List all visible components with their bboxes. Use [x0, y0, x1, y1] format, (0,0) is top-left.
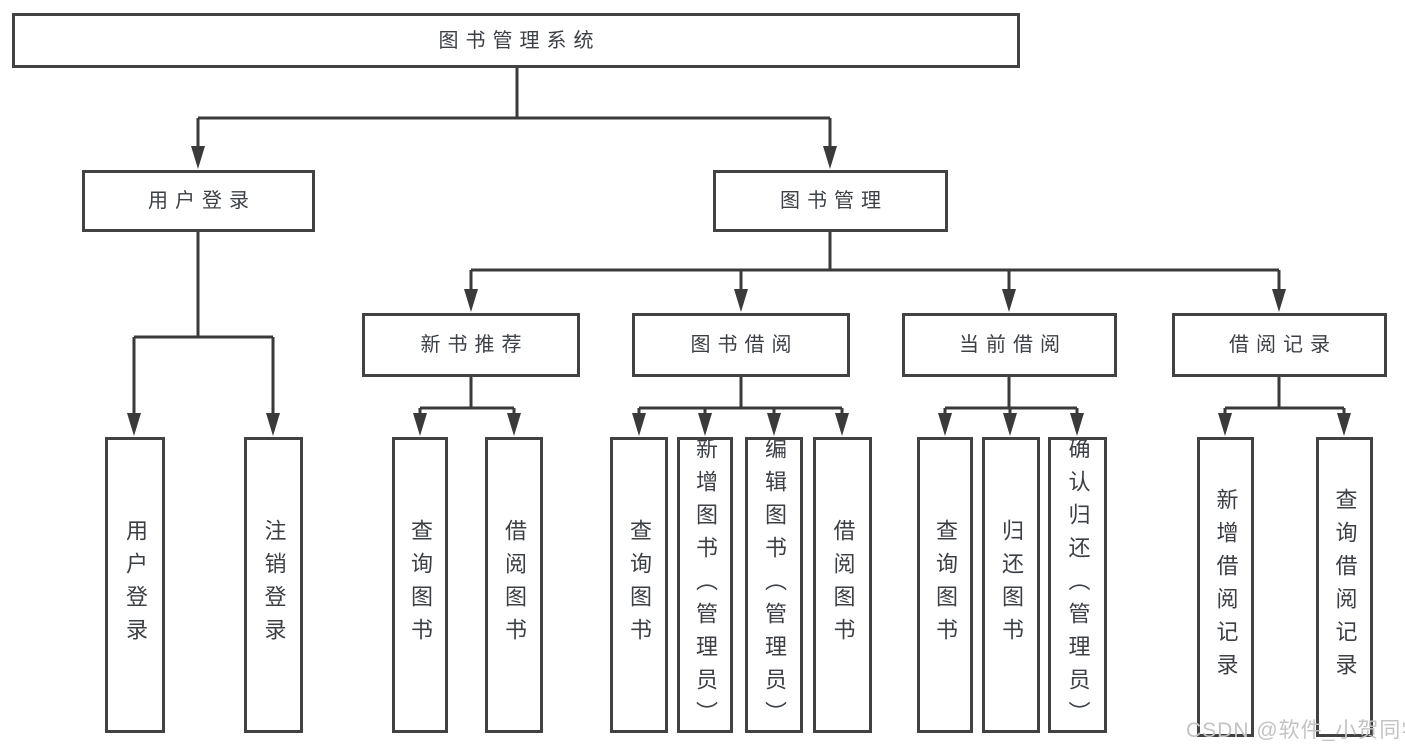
connector-book-borrow-to-leaves [637, 377, 844, 416]
arrow-down-icon [632, 413, 646, 436]
arrow-down-icon [1070, 413, 1084, 436]
arrow-down-icon [938, 413, 952, 436]
arrow-down-icon [266, 413, 280, 436]
node-current-borrow: 当前借阅 [902, 313, 1117, 377]
arrow-down-icon [464, 289, 478, 312]
leaf-edit-books-admin: 编辑图书（管理员） [745, 437, 803, 734]
arrow-down-icon [127, 413, 141, 436]
arrow-down-icon [1337, 413, 1351, 436]
node-borrow-records: 借阅记录 [1172, 313, 1387, 377]
arrow-down-icon [835, 413, 849, 436]
node-root-library-system: 图书管理系统 [12, 13, 1020, 68]
arrow-down-icon [767, 413, 781, 436]
leaf-logout: 注销登录 [244, 437, 303, 733]
arrow-down-icon [823, 146, 837, 169]
connector-root-to-level2 [196, 68, 832, 150]
arrow-down-icon [1002, 289, 1016, 312]
arrow-down-icon [1218, 413, 1232, 436]
arrow-down-icon [698, 413, 712, 436]
connector-borrow-records-to-leaves [1223, 377, 1346, 416]
node-new-book-recommend: 新书推荐 [362, 313, 580, 377]
node-book-borrow: 图书借阅 [632, 313, 850, 377]
node-user-login: 用户登录 [82, 170, 315, 232]
arrowheads [127, 146, 1351, 436]
leaf-user-login: 用户登录 [105, 437, 165, 733]
leaf-query-books-current: 查询图书 [917, 437, 973, 733]
arrow-down-icon [1003, 413, 1017, 436]
leaf-add-books-admin: 新增图书（管理员） [677, 437, 733, 734]
arrow-down-icon [1272, 289, 1286, 312]
arrow-down-icon [413, 413, 427, 436]
node-book-management: 图书管理 [713, 170, 948, 232]
leaf-return-books: 归还图书 [982, 437, 1040, 733]
arrow-down-icon [191, 146, 205, 169]
leaf-add-borrow-record: 新增借阅记录 [1197, 437, 1254, 737]
connector-current-borrow-to-leaves [943, 377, 1079, 416]
leaf-query-books-recommend: 查询图书 [392, 437, 448, 733]
leaf-borrow-books-recommend: 借阅图书 [485, 437, 543, 733]
arrow-down-icon [734, 289, 748, 312]
leaf-confirm-return-admin: 确认归还（管理员） [1048, 437, 1107, 734]
leaf-query-borrow-record: 查询借阅记录 [1316, 437, 1373, 737]
connector-book-management-to-level3 [469, 232, 1281, 292]
arrow-down-icon [507, 413, 521, 436]
leaf-borrow-books: 借阅图书 [813, 437, 872, 733]
csdn-watermark: CSDN @软件_小贺同学 [1186, 719, 1405, 742]
connector-user-login-to-leaves [132, 232, 275, 416]
connector-new-book-recommend-to-leaves [418, 377, 516, 416]
leaf-query-books-borrow: 查询图书 [610, 437, 668, 733]
